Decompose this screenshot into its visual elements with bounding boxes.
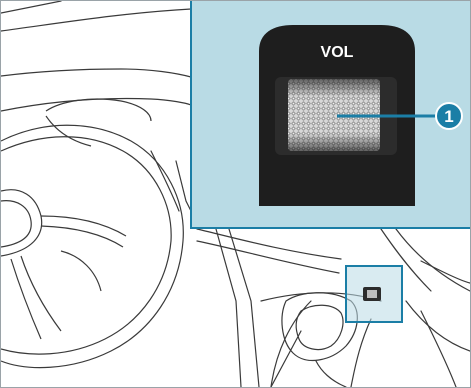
vol-label: VOL bbox=[321, 44, 354, 61]
steering-wheel-line-art bbox=[1, 99, 183, 368]
inset-panel: VOL 1 bbox=[191, 1, 470, 228]
callout-number: 1 bbox=[444, 107, 453, 126]
location-highlight bbox=[346, 266, 402, 322]
